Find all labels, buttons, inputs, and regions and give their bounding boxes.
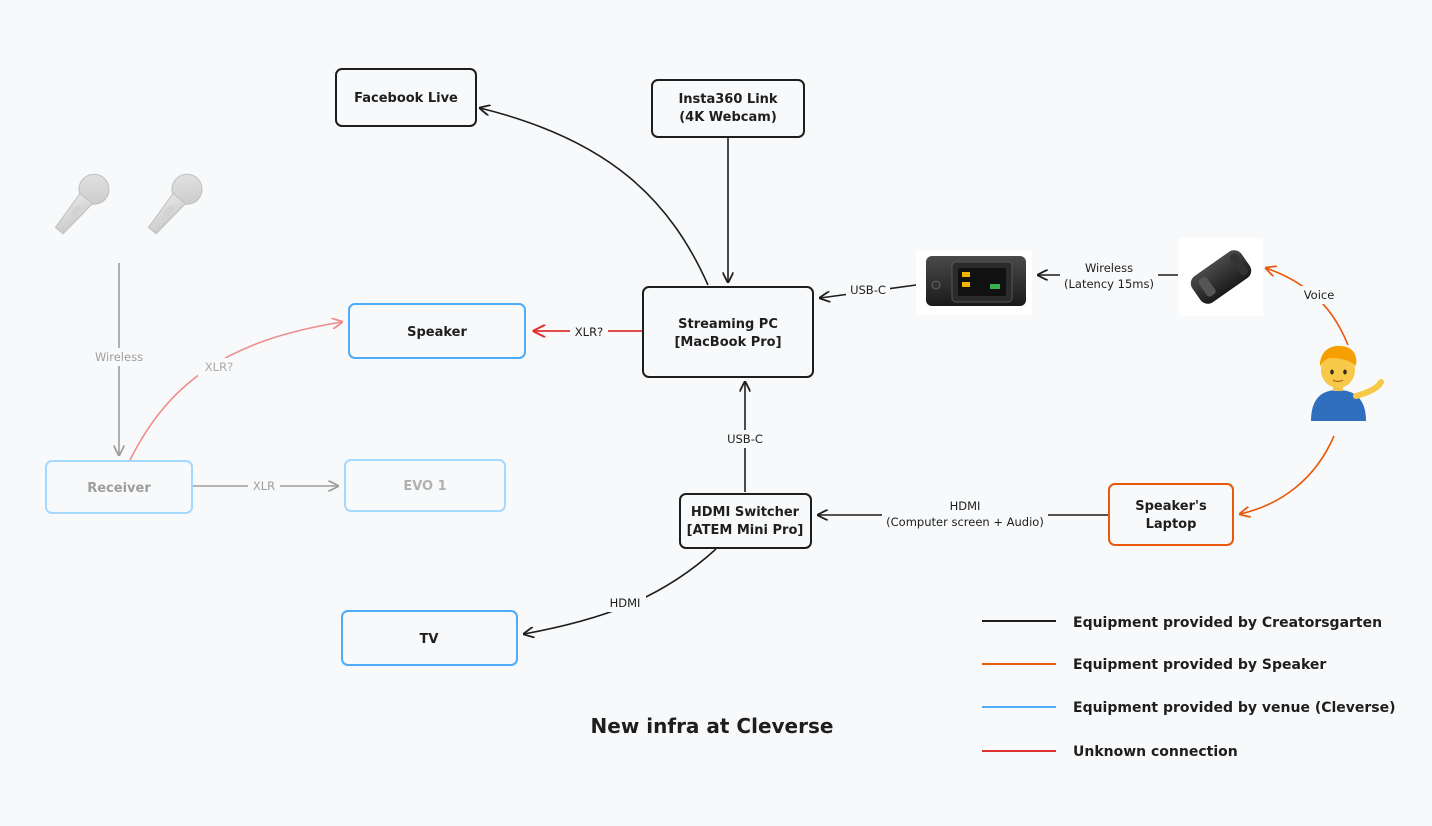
node-speakers-laptop[interactable]: Speaker's Laptop <box>1108 483 1234 546</box>
edge-label-voice: Voice <box>1304 288 1335 302</box>
node-evo1-label: EVO 1 <box>403 479 446 494</box>
node-facebook-live-label: Facebook Live <box>354 91 458 106</box>
edge-label-computer-screen-audio: (Computer screen + Audio) <box>886 515 1044 529</box>
node-receiver[interactable]: Receiver <box>45 460 193 514</box>
edge-person-to-laptop <box>1240 435 1335 514</box>
wireless-receiver-image <box>916 251 1032 315</box>
node-streaming-pc-line2: [MacBook Pro] <box>674 335 781 350</box>
node-insta360-line1: Insta360 Link <box>678 92 777 107</box>
node-speakers-laptop-line1: Speaker's <box>1135 499 1207 514</box>
legend-label-unknown: Unknown connection <box>1073 744 1238 760</box>
legend-label-speaker: Equipment provided by Speaker <box>1073 657 1326 673</box>
edge-label-hdmi-tv: HDMI <box>610 596 641 610</box>
edge-label-wireless-mics: Wireless <box>95 350 143 364</box>
node-streaming-pc-line1: Streaming PC <box>678 317 778 332</box>
node-tv-label: TV <box>420 632 439 647</box>
edge-switcher-to-tv <box>524 548 717 634</box>
diagram-title: New infra at Cleverse <box>591 714 834 738</box>
node-insta360-link[interactable]: Insta360 Link (4K Webcam) <box>651 79 805 138</box>
wireless-transmitter-image <box>1179 238 1263 316</box>
node-evo1[interactable]: EVO 1 <box>344 459 506 512</box>
node-hdmi-switcher-line2: [ATEM Mini Pro] <box>687 523 804 538</box>
microphone-icon <box>54 173 110 235</box>
edge-label-xlr-question: XLR? <box>575 325 603 339</box>
legend: Equipment provided by Creatorsgarten Equ… <box>982 615 1396 760</box>
node-speaker-label: Speaker <box>407 325 467 340</box>
person-tipping-hand-emoji <box>1311 345 1384 421</box>
edge-receiver-to-speaker <box>129 322 342 461</box>
edge-person-to-transmitter <box>1266 268 1349 346</box>
edge-label-receiver-evo: XLR <box>253 479 275 493</box>
edge-label-usb-c-switcher: USB-C <box>727 432 763 446</box>
node-streaming-pc[interactable]: Streaming PC [MacBook Pro] <box>642 286 814 378</box>
node-insta360-line2: (4K Webcam) <box>679 110 777 125</box>
node-hdmi-switcher[interactable]: HDMI Switcher [ATEM Mini Pro] <box>679 493 812 549</box>
edge-pc-to-facebook <box>480 108 709 286</box>
node-speakers-laptop-line2: Laptop <box>1146 517 1197 532</box>
node-facebook-live[interactable]: Facebook Live <box>335 68 477 127</box>
microphone-icon <box>147 173 203 235</box>
edge-label-hdmi-laptop: HDMI <box>950 499 981 513</box>
node-hdmi-switcher-line1: HDMI Switcher <box>691 505 800 520</box>
legend-label-creatorsgarten: Equipment provided by Creatorsgarten <box>1073 615 1382 631</box>
node-speaker[interactable]: Speaker <box>348 303 526 359</box>
edge-label-wireless: Wireless <box>1085 261 1133 275</box>
edge-label-latency: (Latency 15ms) <box>1064 277 1154 291</box>
edge-label-xlr-question-faded: XLR? <box>205 360 233 374</box>
edge-label-usb-c-receiver: USB-C <box>850 283 886 297</box>
node-tv[interactable]: TV <box>341 610 518 666</box>
node-receiver-label: Receiver <box>87 481 151 496</box>
legend-label-venue: Equipment provided by venue (Cleverse) <box>1073 700 1396 716</box>
